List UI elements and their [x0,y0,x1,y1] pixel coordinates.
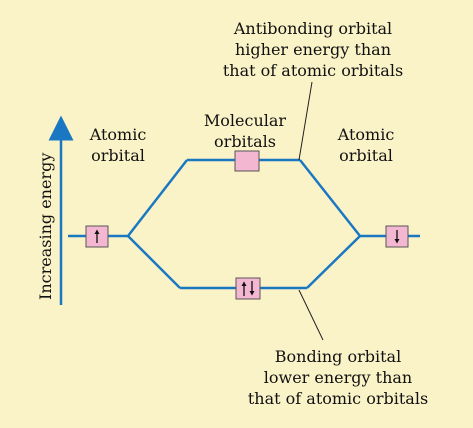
bonding-annotation: Bonding orbital lower energy than that o… [247,347,429,408]
right-atomic-orbital-box [385,225,409,248]
spin-down-arrow-icon [249,281,255,296]
connector-left-lower [127,235,181,289]
antibonding-annotation: Antibonding orbital higher energy than t… [222,19,404,80]
antibonding-leader-line [298,81,313,161]
antibonding-orbital-box [234,150,260,172]
spin-up-arrow-icon [94,229,100,243]
spin-down-arrow-icon [394,230,400,244]
left-atomic-orbital-box [85,225,109,248]
right-atomic-orbital-label: Atomic orbital [337,125,395,165]
connector-left-upper [127,159,188,237]
connector-right-upper [299,159,361,237]
connector-right-lower [306,235,361,289]
left-atomic-orbital-label: Atomic orbital [89,125,147,165]
molecular-orbitals-label: Molecular orbitals [203,111,287,151]
bonding-orbital-box [235,277,261,300]
spin-up-arrow-icon [241,281,247,296]
bonding-leader-line [298,289,324,341]
energy-axis-label: Increasing energy [36,152,55,300]
